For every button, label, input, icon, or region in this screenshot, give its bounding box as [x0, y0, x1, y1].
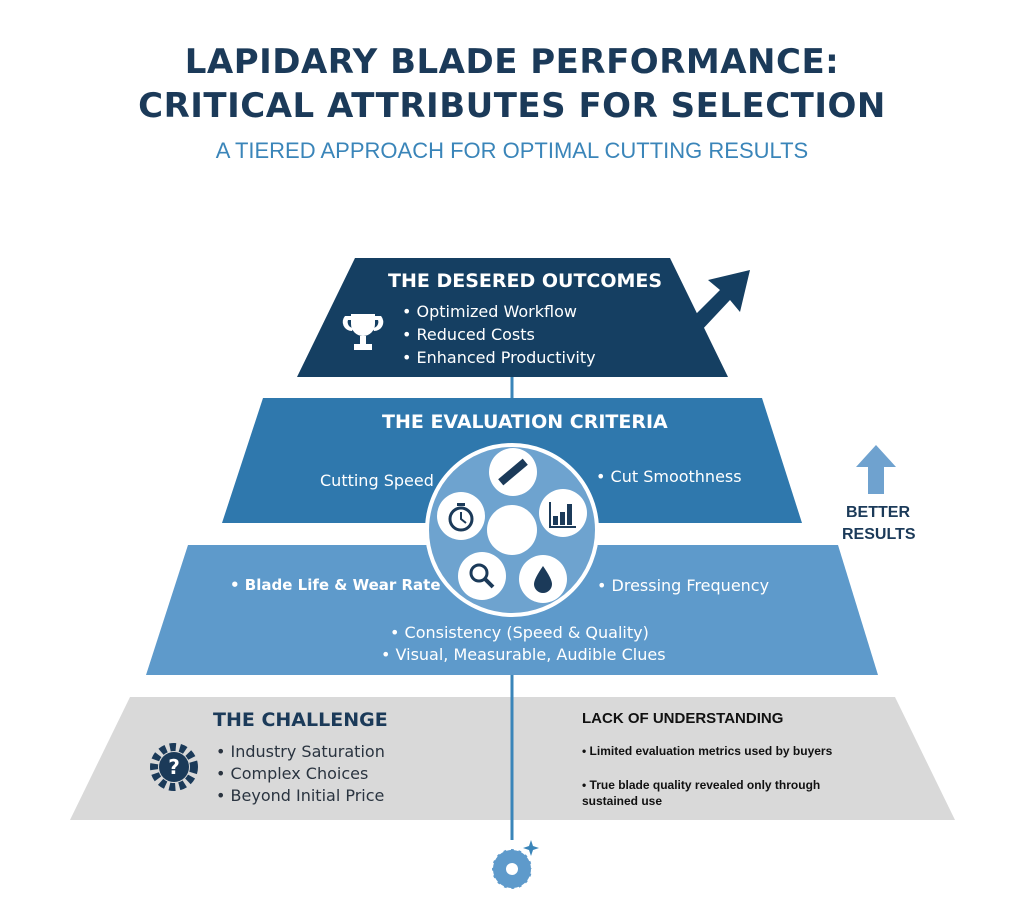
challenge-heading: THE CHALLENGE: [213, 709, 388, 731]
criteria-clues: • Visual, Measurable, Audible Clues: [381, 645, 666, 664]
challenge-item: • Industry Saturation: [216, 742, 385, 761]
growth-arrow-icon: [690, 270, 750, 332]
svg-text:?: ?: [168, 755, 180, 779]
trophy-icon: [342, 314, 384, 350]
criteria-wheel: [425, 443, 599, 617]
challenge-list: • Industry Saturation • Complex Choices …: [216, 741, 385, 807]
lack-item: • Limited evaluation metrics used by buy…: [582, 744, 833, 758]
better-results-line: RESULTS: [842, 526, 916, 543]
saw-blade-icon: [491, 840, 539, 890]
title-line-2: CRITICAL ATTRIBUTES FOR SELECTION: [138, 86, 886, 126]
title-line-1: LAPIDARY BLADE PERFORMANCE:: [184, 42, 840, 82]
subtitle: A TIERED APPROACH FOR OPTIMAL CUTTING RE…: [215, 138, 809, 163]
outcomes-heading: THE DESERED OUTCOMES: [388, 270, 663, 292]
better-results-label: BETTER RESULTS: [842, 502, 916, 546]
challenge-item: • Complex Choices: [216, 764, 369, 783]
tier-outcomes: [297, 258, 728, 377]
outcome-item: • Enhanced Productivity: [402, 348, 596, 367]
up-arrow-icon: [856, 445, 896, 494]
outcomes-list: • Optimized Workflow • Reduced Costs • E…: [402, 300, 596, 369]
lack-item: • True blade quality revealed only throu…: [582, 778, 821, 808]
magnifier-icon: [458, 552, 506, 600]
criteria-heading: THE EVALUATION CRITERIA: [382, 411, 668, 433]
criteria-cutting-speed: Cutting Speed: [320, 471, 434, 490]
water-drop-icon: [519, 555, 567, 603]
outcome-item: • Reduced Costs: [402, 325, 535, 344]
ruler-icon: [489, 448, 537, 496]
criteria-cut-smoothness: • Cut Smoothness: [596, 467, 742, 486]
bar-chart-icon: [539, 489, 587, 537]
criteria-blade-life: • Blade Life & Wear Rate: [230, 576, 441, 594]
gear-question-icon: ?: [150, 743, 198, 791]
stopwatch-icon: [437, 492, 485, 540]
challenge-item: • Beyond Initial Price: [216, 786, 385, 805]
outcome-item: • Optimized Workflow: [402, 302, 577, 321]
lack-heading: LACK OF UNDERSTANDING: [582, 710, 784, 727]
better-results-line: BETTER: [846, 504, 910, 521]
criteria-consistency: • Consistency (Speed & Quality): [390, 623, 649, 642]
criteria-dressing: • Dressing Frequency: [597, 576, 770, 595]
